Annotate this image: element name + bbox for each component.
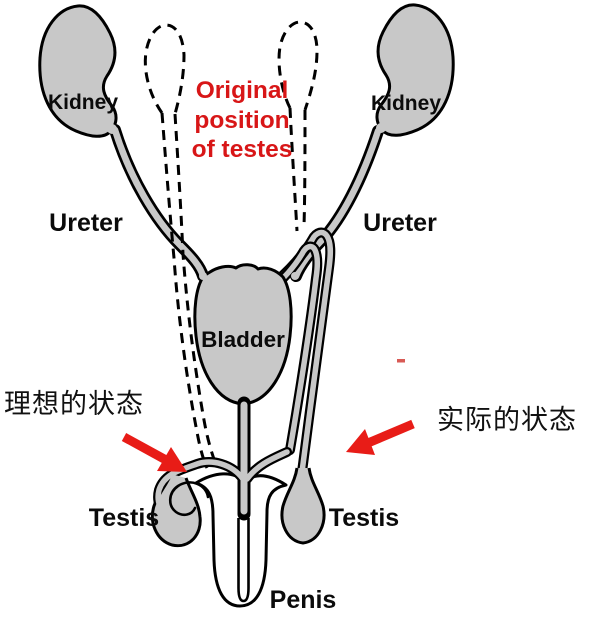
ureter-label-right: Ureter [363, 209, 437, 237]
ureter-label-left: Ureter [49, 209, 123, 237]
bladder-label: Bladder [201, 327, 285, 352]
left-duct-loop [155, 459, 246, 518]
small-red-dash [397, 359, 405, 363]
testis-label-left: Testis [89, 504, 159, 532]
kidney-label-right: Kidney [371, 92, 441, 115]
vas-deferens-left [263, 243, 321, 453]
original-position-note-line2: position [194, 107, 289, 134]
bladder-right-inlet-patch [291, 272, 299, 280]
actual-arrow-head [346, 429, 375, 455]
dashed-descent-path-left-outer [160, 112, 209, 469]
kidney-label-left: Kidney [48, 91, 118, 114]
dashed-testis-outline-left [143, 23, 186, 115]
testis-label-right: Testis [329, 504, 399, 532]
testis-right-shape [280, 467, 326, 545]
bladder-shape [193, 263, 293, 406]
bladder-left-inlet-patch [199, 272, 207, 280]
urethra-channel [237, 518, 250, 603]
ideal-state-callout: 理想的状态 [4, 389, 144, 420]
ideal-arrow-head [157, 447, 187, 472]
ideal-arrow-shaft [121, 433, 169, 464]
kidney-right-junction-patch [376, 123, 386, 133]
kidney-right-shape [375, 3, 455, 137]
epididymis-curl [168, 481, 210, 517]
right-duct-branch [244, 449, 290, 482]
original-position-note-line1: Original [196, 77, 289, 104]
ureter-left-tube [111, 126, 207, 280]
actual-state-callout: 实际的状态 [437, 405, 577, 436]
kidney-left-junction-patch [107, 124, 117, 134]
actual-arrow-shaft [366, 419, 415, 448]
dashed-descent-path-right-outer [288, 107, 299, 232]
penis-label: Penis [270, 586, 337, 614]
original-position-note-line3: of testes [192, 136, 293, 163]
kidney-left-shape [38, 4, 118, 138]
testis-right-neck-patch [299, 467, 307, 475]
dashed-descent-path-right-inner [302, 109, 307, 228]
